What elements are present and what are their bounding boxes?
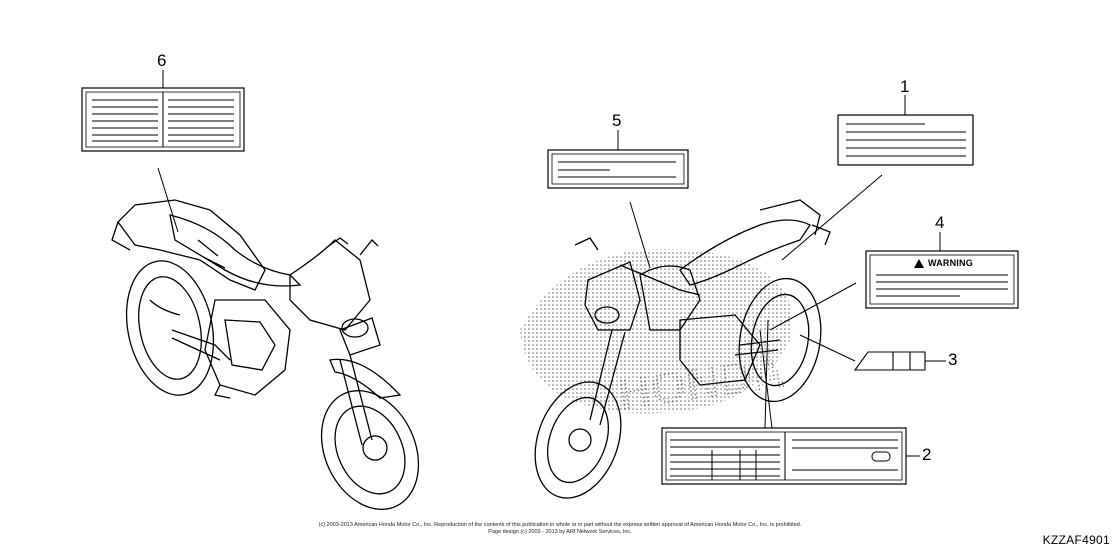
leader-4-bike xyxy=(769,282,857,331)
callout-1: 1 xyxy=(900,77,910,96)
leader-2-bike-a xyxy=(764,319,769,429)
leader-5-bike xyxy=(629,201,651,269)
copyright-line-1: (c) 2003-2013 American Honda Motor Co., … xyxy=(318,522,802,528)
label-2 xyxy=(661,427,907,485)
label-5 xyxy=(547,149,689,189)
label-6 xyxy=(81,87,245,152)
diagram-code: KZZAF4901 xyxy=(1042,533,1110,547)
left-motorcycle-illustration xyxy=(111,199,420,510)
callout-2: 2 xyxy=(922,445,932,464)
right-motorcycle-illustration: HONDA xyxy=(520,199,831,499)
callout-6: 6 xyxy=(157,51,167,70)
label-3 xyxy=(853,351,946,371)
leader-3-bike xyxy=(799,334,856,362)
copyright-line-2: Page design (c) 2003 - 2013 by ARI Netwo… xyxy=(488,529,632,535)
callout-3: 3 xyxy=(948,350,958,369)
leader-1-bike xyxy=(781,174,883,261)
leader-2-bike-b xyxy=(759,329,773,429)
callout-4: 4 xyxy=(935,213,945,232)
leader-6-bike xyxy=(157,167,179,233)
callout-5: 5 xyxy=(612,111,622,130)
label-1 xyxy=(837,114,974,166)
label-4 xyxy=(865,250,1019,309)
warning-label-text: WARNING xyxy=(928,258,973,268)
